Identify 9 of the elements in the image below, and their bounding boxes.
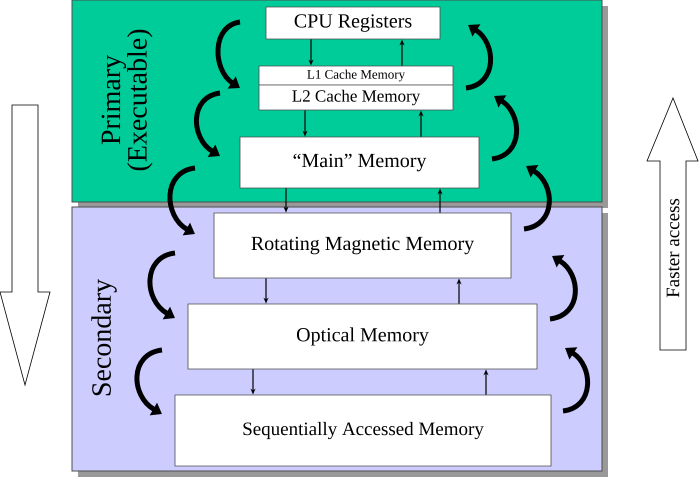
memory-box: L1 Cache Memory [258, 66, 454, 86]
memory-box: Rotating Magnetic Memory [214, 212, 512, 278]
memory-box: CPU Registers [266, 6, 440, 40]
band-label: Primary (Executable) [102, 30, 152, 170]
memory-box: “Main” Memory [240, 136, 480, 188]
memory-box: L2 Cache Memory [258, 84, 454, 110]
memory-box: Sequentially Accessed Memory [174, 394, 552, 466]
memory-box: Optical Memory [188, 304, 538, 370]
band-label: Secondary [91, 279, 117, 396]
